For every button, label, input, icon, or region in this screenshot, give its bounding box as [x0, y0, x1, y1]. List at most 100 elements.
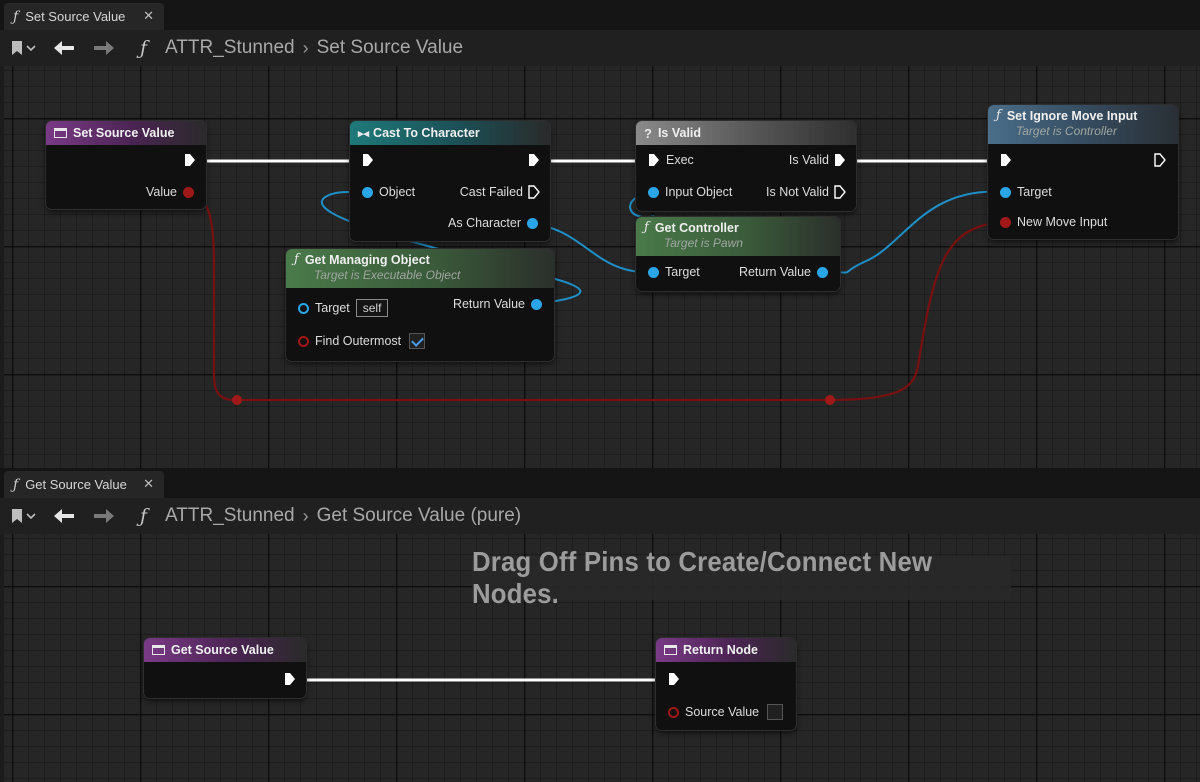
bookmark-icon[interactable]	[12, 509, 22, 523]
object-pin-icon	[298, 302, 309, 314]
target-pin[interactable]: Target	[648, 265, 700, 279]
as-character-pin[interactable]: As Character	[448, 216, 538, 230]
object-pin-icon	[648, 186, 659, 198]
exec-pin-icon	[835, 154, 845, 166]
graph-hint-text: Drag Off Pins to Create/Connect New Node…	[472, 546, 1012, 609]
new-move-input-pin[interactable]: New Move Input	[1000, 215, 1107, 229]
pin-label: Find Outermost	[315, 334, 402, 348]
object-pin-icon	[817, 266, 828, 278]
back-arrow-icon[interactable]	[54, 41, 74, 55]
node-header[interactable]: ▸◂ Cast To Character	[350, 121, 550, 145]
bottom-graph-panel: ƒ Get Source Value ✕ ƒ ATTR_Stunned › Ge…	[0, 468, 1200, 782]
node-title: Set Ignore Move Input	[1006, 108, 1138, 123]
top-graph-panel: ƒ Set Source Value ✕ ƒ ATTR_Stunned › Se…	[0, 0, 1200, 468]
return-value-pin[interactable]: Return Value	[739, 265, 828, 279]
exec-in-pin[interactable]	[668, 672, 680, 686]
forward-arrow-icon[interactable]	[94, 509, 114, 523]
is-not-valid-pin[interactable]: Is Not Valid	[766, 185, 846, 199]
node-title: Cast To Character	[373, 126, 480, 140]
node-header[interactable]: Return Node	[656, 638, 796, 662]
node-set-ignore-move-input[interactable]: ƒ Set Ignore Move Input Target is Contro…	[988, 105, 1178, 239]
chevron-down-icon[interactable]	[26, 512, 36, 520]
breadcrumb-function[interactable]: Set Source Value	[316, 37, 464, 58]
close-icon[interactable]: ✕	[143, 8, 154, 23]
tab-set-source-value[interactable]: ƒ Set Source Value ✕	[4, 3, 164, 30]
breadcrumb-blueprint[interactable]: ATTR_Stunned	[165, 37, 295, 58]
function-icon: ƒ	[140, 37, 148, 59]
tab-bar: ƒ Set Source Value ✕	[0, 0, 1200, 30]
tab-label: Get Source Value	[25, 477, 127, 492]
checkbox-icon[interactable]	[409, 333, 426, 349]
function-icon: ƒ	[294, 252, 299, 267]
breadcrumb-blueprint[interactable]: ATTR_Stunned	[165, 505, 295, 526]
cast-icon: ▸◂	[358, 127, 370, 140]
node-subtitle: Target is Controller	[1016, 124, 1117, 138]
question-icon: ?	[644, 125, 652, 141]
node-subtitle: Target is Pawn	[664, 236, 743, 250]
exec-pin-icon	[834, 185, 846, 199]
value-out-pin[interactable]: Value	[146, 185, 194, 199]
pin-label: Target	[665, 265, 700, 279]
exec-pin-icon	[285, 673, 295, 685]
breadcrumb-separator: ›	[302, 505, 309, 526]
source-value-pin[interactable]: Source Value	[668, 704, 784, 720]
pin-label: Value	[145, 185, 177, 199]
exec-in-pin[interactable]	[1000, 153, 1012, 167]
chevron-down-icon[interactable]	[26, 44, 36, 52]
event-icon	[664, 645, 677, 655]
node-header[interactable]: ƒ Get Managing Object Target is Executab…	[286, 249, 554, 288]
exec-out-pin[interactable]	[1154, 153, 1166, 167]
graph-toolbar: ƒ ATTR_Stunned › Get Source Value (pure)	[0, 498, 1200, 534]
exec-in-pin[interactable]: Exec	[648, 153, 694, 167]
input-object-pin[interactable]: Input Object	[648, 185, 732, 199]
function-icon: ƒ	[13, 476, 19, 493]
exec-pin-icon	[363, 154, 373, 166]
close-icon[interactable]: ✕	[143, 476, 154, 491]
node-header[interactable]: ? Is Valid	[636, 121, 856, 145]
node-title: Get Controller	[654, 220, 739, 235]
pin-label: Return Value	[452, 297, 525, 311]
tab-get-source-value[interactable]: ƒ Get Source Value ✕	[4, 471, 164, 498]
exec-out-pin[interactable]	[528, 153, 540, 167]
exec-pin-icon	[528, 185, 540, 199]
node-get-controller[interactable]: ƒ Get Controller Target is Pawn Target R…	[636, 217, 840, 291]
node-return-node[interactable]: Return Node Source Value	[656, 638, 796, 730]
node-is-valid[interactable]: ? Is Valid Exec Is Valid Input Object Is…	[636, 121, 856, 211]
exec-out-pin[interactable]	[184, 153, 196, 167]
checkbox-icon[interactable]	[767, 704, 784, 720]
forward-arrow-icon[interactable]	[94, 41, 114, 55]
pin-label: Target	[1017, 185, 1052, 199]
node-get-managing-object[interactable]: ƒ Get Managing Object Target is Executab…	[286, 249, 554, 361]
back-arrow-icon[interactable]	[54, 509, 74, 523]
return-value-pin[interactable]: Return Value	[453, 297, 542, 311]
pin-label: Object	[379, 185, 416, 199]
find-outermost-pin[interactable]: Find Outermost	[298, 333, 426, 349]
target-pin[interactable]: Target self	[298, 299, 389, 317]
node-header[interactable]: Set Source Value	[46, 121, 206, 145]
bookmark-icon[interactable]	[12, 41, 22, 55]
exec-in-pin[interactable]	[362, 153, 374, 167]
node-header[interactable]: ƒ Set Ignore Move Input Target is Contro…	[988, 105, 1178, 144]
cast-failed-pin[interactable]: Cast Failed	[460, 185, 540, 199]
node-get-source-value[interactable]: Get Source Value	[144, 638, 306, 698]
is-valid-pin[interactable]: Is Valid	[789, 153, 846, 167]
function-icon: ƒ	[13, 8, 19, 25]
function-icon: ƒ	[644, 220, 649, 235]
node-set-source-value[interactable]: Set Source Value Value	[46, 121, 206, 209]
bool-pin-icon	[183, 186, 194, 198]
exec-out-pin[interactable]	[284, 672, 296, 686]
tab-label: Set Source Value	[25, 9, 126, 24]
graph-toolbar: ƒ ATTR_Stunned › Set Source Value	[0, 30, 1200, 66]
exec-pin-icon	[185, 154, 195, 166]
bool-pin-icon	[668, 706, 679, 718]
pin-label: Is Not Valid	[766, 185, 829, 199]
breadcrumb-function[interactable]: Get Source Value (pure)	[316, 505, 522, 526]
object-pin-icon	[531, 298, 542, 310]
target-pin[interactable]: Target	[1000, 185, 1052, 199]
target-default-field[interactable]: self	[355, 299, 389, 317]
node-header[interactable]: ƒ Get Controller Target is Pawn	[636, 217, 840, 256]
node-header[interactable]: Get Source Value	[144, 638, 306, 662]
node-cast-to-character[interactable]: ▸◂ Cast To Character Object Cast Failed …	[350, 121, 550, 241]
graph-canvas[interactable]: Set Source Value Value ▸◂ Cast To Charac…	[4, 66, 1200, 468]
object-in-pin[interactable]: Object	[362, 185, 415, 199]
